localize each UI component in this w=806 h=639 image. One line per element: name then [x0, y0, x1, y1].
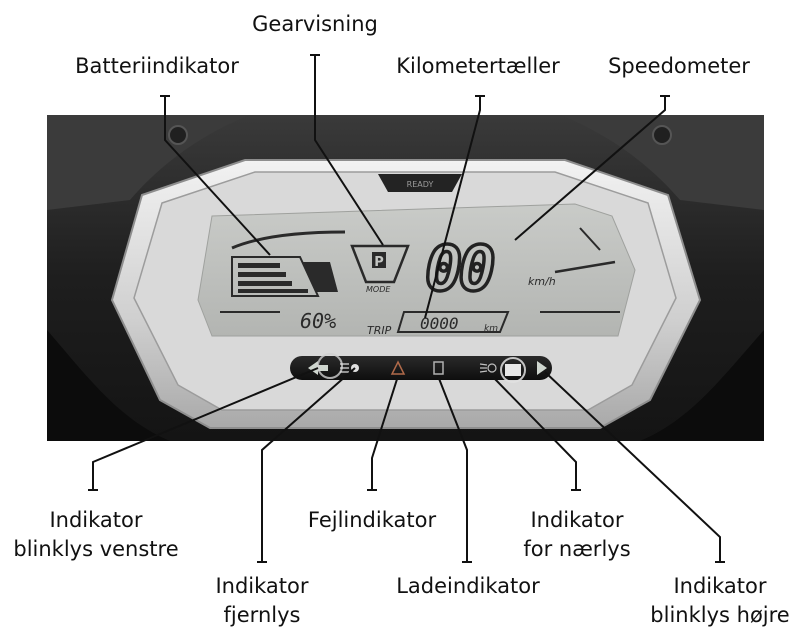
leader-gear — [310, 54, 384, 246]
screw-right — [652, 125, 672, 145]
battery-percent: 60% — [300, 309, 336, 333]
battery-bar-top — [302, 262, 338, 292]
label-turn-left-line1: Indikator — [49, 508, 143, 532]
label-high-beam-line1: Indikator — [215, 574, 309, 598]
label-odometer: Kilometertæller — [396, 54, 560, 78]
fault-icon — [390, 360, 406, 375]
label-gear-display: Gearvisning — [252, 12, 378, 36]
label-turn-right-line1: Indikator — [673, 574, 767, 598]
right-lens — [500, 357, 526, 383]
label-low-beam: Indikator for nærlys — [505, 506, 649, 564]
charging-icon — [433, 361, 444, 375]
leader-charging — [437, 375, 472, 563]
lcd-arc-left — [231, 230, 346, 250]
battery-bar-2 — [238, 272, 286, 277]
battery-bar-1 — [238, 263, 280, 268]
ready-text: READY — [407, 180, 434, 189]
turn-right-icon — [537, 361, 547, 375]
gear-value: P — [374, 255, 384, 270]
label-low-beam-line1: Indikator — [530, 508, 624, 532]
indicator-strip — [290, 356, 552, 380]
trip-label: TRIP — [367, 324, 392, 337]
label-battery-indicator: Batteriindikator — [75, 54, 239, 78]
leader-odometer — [424, 95, 485, 319]
screw-left — [168, 125, 188, 145]
instrument-cluster: READY 60% P MODE 00 km/h TRIP — [110, 159, 702, 429]
lcd-line-right-upper — [579, 227, 601, 251]
leader-turn-left — [88, 367, 319, 491]
lcd-screen — [197, 203, 636, 337]
battery-bar-3 — [238, 281, 292, 286]
leader-speedometer — [514, 95, 670, 241]
mode-text: MODE — [366, 285, 391, 294]
low-beam-icon — [479, 363, 497, 373]
gear-display: P MODE — [350, 244, 410, 294]
leader-battery — [164, 96, 271, 256]
leader-lines — [88, 54, 725, 563]
label-turn-left-line2: blinklys venstre — [13, 537, 179, 561]
label-charging-indicator: Ladeindikator — [396, 574, 540, 598]
odometer-value: 0000 — [420, 314, 459, 333]
right-lens-reflection — [505, 364, 521, 376]
leader-low-beam — [491, 375, 581, 491]
label-low-beam-line2: for nærlys — [523, 537, 631, 561]
turn-left-icon — [308, 361, 328, 375]
leader-fault — [367, 375, 399, 491]
odometer-unit: km — [484, 324, 498, 334]
speed-unit: km/h — [528, 275, 556, 288]
battery-gauge — [231, 256, 338, 297]
leader-turn-right — [544, 371, 725, 563]
label-turn-left: Indikator blinklys venstre — [0, 506, 192, 564]
battery-bar-4 — [238, 289, 308, 293]
ready-lamp — [378, 174, 462, 192]
label-high-beam-line2: fjernlys — [223, 603, 301, 627]
label-speedometer: Speedometer — [608, 54, 750, 78]
left-lens — [317, 353, 343, 379]
label-turn-right: Indikator blinklys højre — [638, 572, 802, 630]
label-high-beam: Indikator fjernlys — [200, 572, 324, 630]
lcd-line-right — [554, 260, 616, 274]
odometer-box — [396, 311, 510, 333]
leader-high-beam — [257, 367, 356, 563]
label-fault-indicator: Fejlindikator — [307, 508, 437, 532]
speed-value: 00 — [425, 232, 493, 305]
label-turn-right-line2: blinklys højre — [650, 603, 790, 627]
